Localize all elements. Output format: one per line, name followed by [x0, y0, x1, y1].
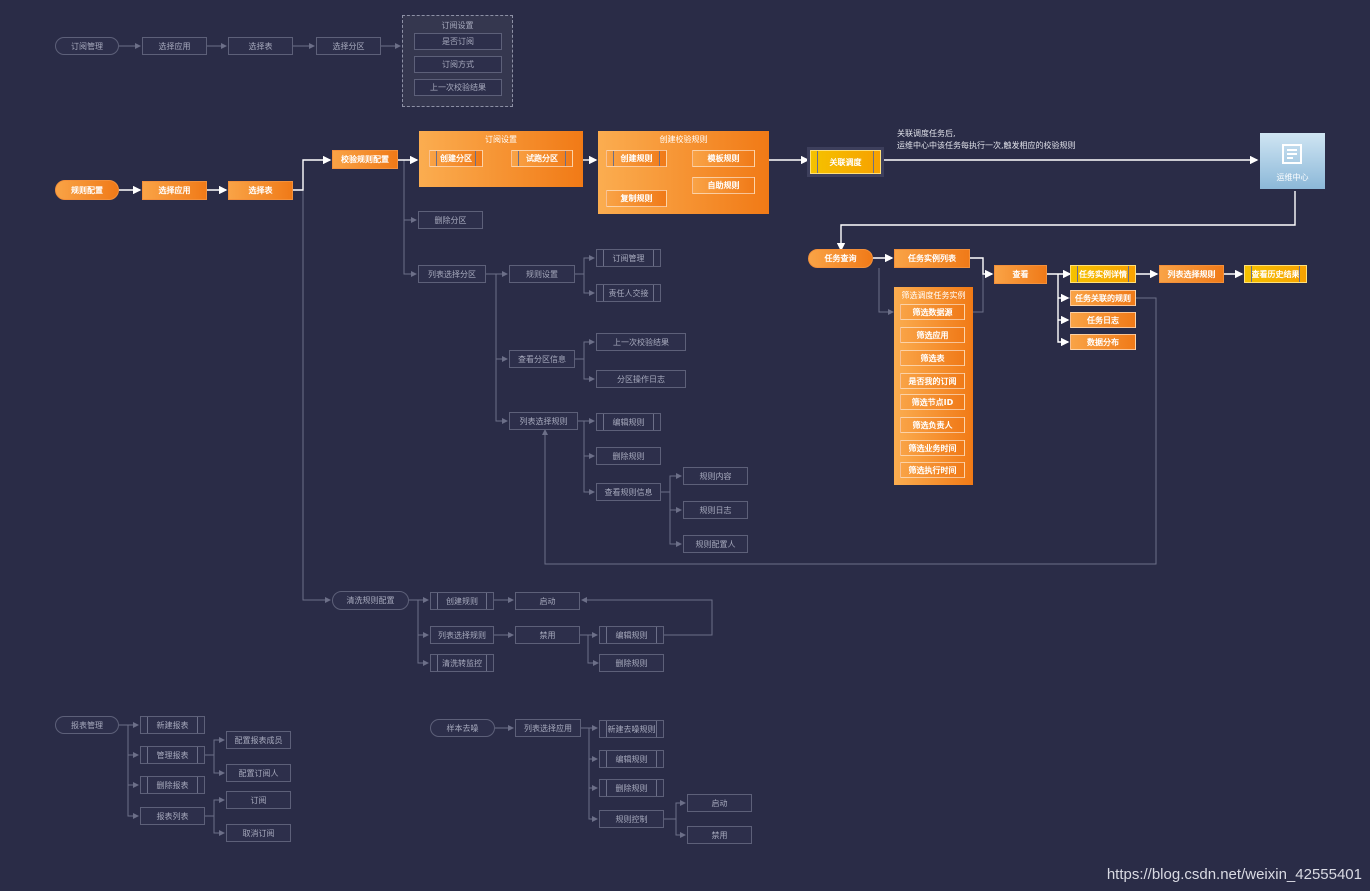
node-clean-start: 启动	[515, 592, 580, 610]
node-filter-3: 是否我的订阅	[900, 373, 965, 389]
node-rule-config: 校验规则配置	[332, 150, 398, 169]
node-custom-rule: 自助规则	[692, 177, 755, 194]
node-linked-rules: 任务关联的规则	[1070, 290, 1136, 306]
node-delete-partition: 删除分区	[418, 211, 483, 229]
node-task-log: 任务日志	[1070, 312, 1136, 328]
node-clean-edit-rule: 编辑规则	[599, 626, 664, 644]
node-task-list-select-rule: 列表选择规则	[1159, 265, 1224, 283]
node-clean-delete-rule: 删除规则	[599, 654, 664, 672]
node-instance-detail: 任务实例详情	[1070, 265, 1136, 283]
node-partition-log: 分区操作日志	[596, 370, 686, 388]
node-trial-partition: 试跑分区	[511, 150, 573, 167]
group-title: 订阅设置	[441, 21, 474, 30]
node-new-denoise-rule: 新建去噪规则	[599, 720, 664, 738]
node-last-check-result: 上一次校验结果	[596, 333, 686, 351]
node-report-root: 报表管理	[55, 716, 119, 734]
node-config-members: 配置报表成员	[226, 731, 291, 749]
node-edit-rule: 编辑规则	[596, 413, 661, 431]
node-clean-list-select-rule: 列表选择规则	[430, 626, 494, 644]
node-data-dist: 数据分布	[1070, 334, 1136, 350]
node-filter-6: 筛选业务时间	[900, 440, 965, 456]
node-delete-rule: 删除规则	[596, 447, 661, 465]
node-delete-report: 删除报表	[140, 776, 205, 794]
node-filter-4: 筛选节点ID	[900, 394, 965, 410]
node-sub-manage: 订阅管理	[596, 249, 661, 267]
node-view-history: 查看历史结果	[1244, 265, 1307, 283]
node-instance-list: 任务实例列表	[894, 249, 970, 268]
node-sample-disable: 禁用	[687, 826, 752, 844]
node-clean-disable: 禁用	[515, 626, 580, 644]
node-config-subscribers: 配置订阅人	[226, 764, 291, 782]
node-select-table: 选择表	[228, 37, 293, 55]
node-filter-7: 筛选执行时间	[900, 462, 965, 478]
node-list-select-partition: 列表选择分区	[418, 265, 486, 283]
node-select-app: 选择应用	[142, 37, 207, 55]
node-subscription-root: 订阅管理	[55, 37, 119, 55]
node-create-partition: 创建分区	[429, 150, 483, 167]
node-new-report: 新建报表	[140, 716, 205, 734]
node-subscribe: 订阅	[226, 791, 291, 809]
node-select-partition: 选择分区	[316, 37, 381, 55]
node-owner-handover: 责任人交接	[596, 284, 661, 302]
node-clean-root: 清洗规则配置	[332, 591, 409, 610]
group-title: 订阅设置	[485, 135, 517, 144]
node-rule-select-app: 选择应用	[142, 181, 207, 200]
node-copy-rule: 复制规则	[606, 190, 667, 207]
node-filter-1: 筛选应用	[900, 327, 965, 343]
node-list-select-rule: 列表选择规则	[509, 412, 578, 430]
node-rule-select-table: 选择表	[228, 181, 293, 200]
node-rule-log: 规则日志	[683, 501, 748, 519]
node-clean-create-rule: 创建规则	[430, 592, 494, 610]
node-create-rule: 创建规则	[606, 150, 667, 167]
node-sample-root: 样本去噪	[430, 719, 495, 737]
node-unsubscribe: 取消订阅	[226, 824, 291, 842]
node-clean-monitor: 清洗转监控	[430, 654, 494, 672]
node-link-schedule: 关联调度	[810, 150, 881, 174]
node-filter-2: 筛选表	[900, 350, 965, 366]
node-filter-5: 筛选负责人	[900, 417, 965, 433]
ops-center-label: 运维中心	[1276, 173, 1309, 182]
node-sample-delete-rule: 删除规则	[599, 779, 664, 797]
node-view-partition-info: 查看分区信息	[509, 350, 575, 368]
group-title: 筛选调度任务实例	[901, 291, 966, 300]
node-is-subscribed: 是否订阅	[414, 33, 502, 50]
node-sample-edit-rule: 编辑规则	[599, 750, 664, 768]
node-rule-root: 规则配置	[55, 180, 119, 200]
node-template-rule: 模板规则	[692, 150, 755, 167]
node-rule-control: 规则控制	[599, 810, 664, 828]
node-subscribe-method: 订阅方式	[414, 56, 502, 73]
node-view: 查看	[994, 265, 1047, 284]
node-last-check: 上一次校验结果	[414, 79, 502, 96]
node-sample-start: 启动	[687, 794, 752, 812]
node-manage-report: 管理报表	[140, 746, 205, 764]
node-sample-list-select-app: 列表选择应用	[515, 719, 581, 737]
ops-center-box: 运维中心	[1260, 133, 1325, 189]
group-title: 创建校验规则	[659, 135, 708, 144]
watermark: https://blog.csdn.net/weixin_42555401	[1106, 866, 1362, 883]
document-icon	[1282, 144, 1302, 164]
node-view-rule-info: 查看规则信息	[596, 483, 661, 501]
node-rule-content: 规则内容	[683, 467, 748, 485]
node-task-query: 任务查询	[808, 249, 873, 268]
node-rule-configurer: 规则配置人	[683, 535, 748, 553]
node-rule-settings: 规则设置	[509, 265, 575, 283]
node-filter-0: 筛选数据源	[900, 304, 965, 320]
note-line2: 运维中心中该任务每执行一次,触发相应的校验规则	[897, 141, 1076, 150]
note-line1: 关联调度任务后,	[897, 129, 956, 138]
node-report-list: 报表列表	[140, 807, 205, 825]
